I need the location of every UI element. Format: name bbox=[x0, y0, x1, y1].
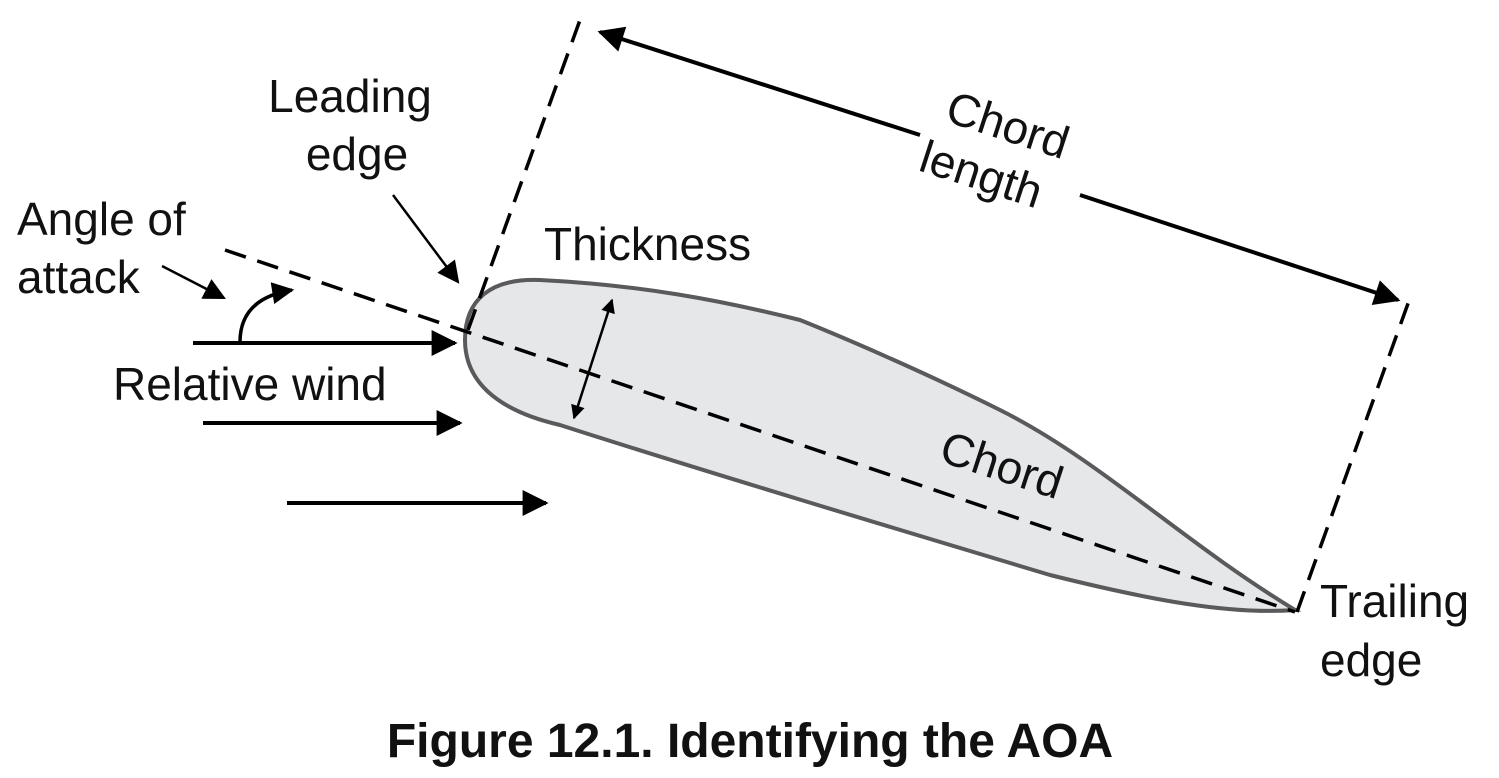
thickness-arrow bbox=[571, 298, 615, 420]
chord-length-arrow-lower bbox=[1079, 193, 1401, 306]
figure-caption: Figure 12.1. Identifying the AOA bbox=[387, 715, 1113, 768]
chord-length-arrow-upper bbox=[597, 26, 921, 137]
trailing-edge-label-line2: edge bbox=[1320, 634, 1422, 686]
relative-wind-label: Relative wind bbox=[113, 358, 387, 410]
airfoil-shape bbox=[462, 277, 1302, 613]
chord-line bbox=[224, 248, 1296, 614]
angle-of-attack-pointer bbox=[161, 264, 226, 300]
leading-edge-perpendicular bbox=[466, 19, 582, 331]
angle-of-attack-label-line1: Angle of bbox=[17, 193, 186, 245]
angle-arc-arrow bbox=[238, 282, 295, 343]
thickness-label: Thickness bbox=[544, 218, 751, 270]
trailing-edge-label-line1: Trailing bbox=[1320, 575, 1469, 627]
leading-edge-label-line2: edge bbox=[306, 128, 408, 180]
trailing-edge-perpendicular bbox=[1295, 297, 1412, 613]
leading-edge-pointer bbox=[391, 194, 460, 284]
angle-of-attack-label-line2: attack bbox=[17, 251, 141, 303]
leading-edge-label-line1: Leading bbox=[268, 70, 432, 122]
